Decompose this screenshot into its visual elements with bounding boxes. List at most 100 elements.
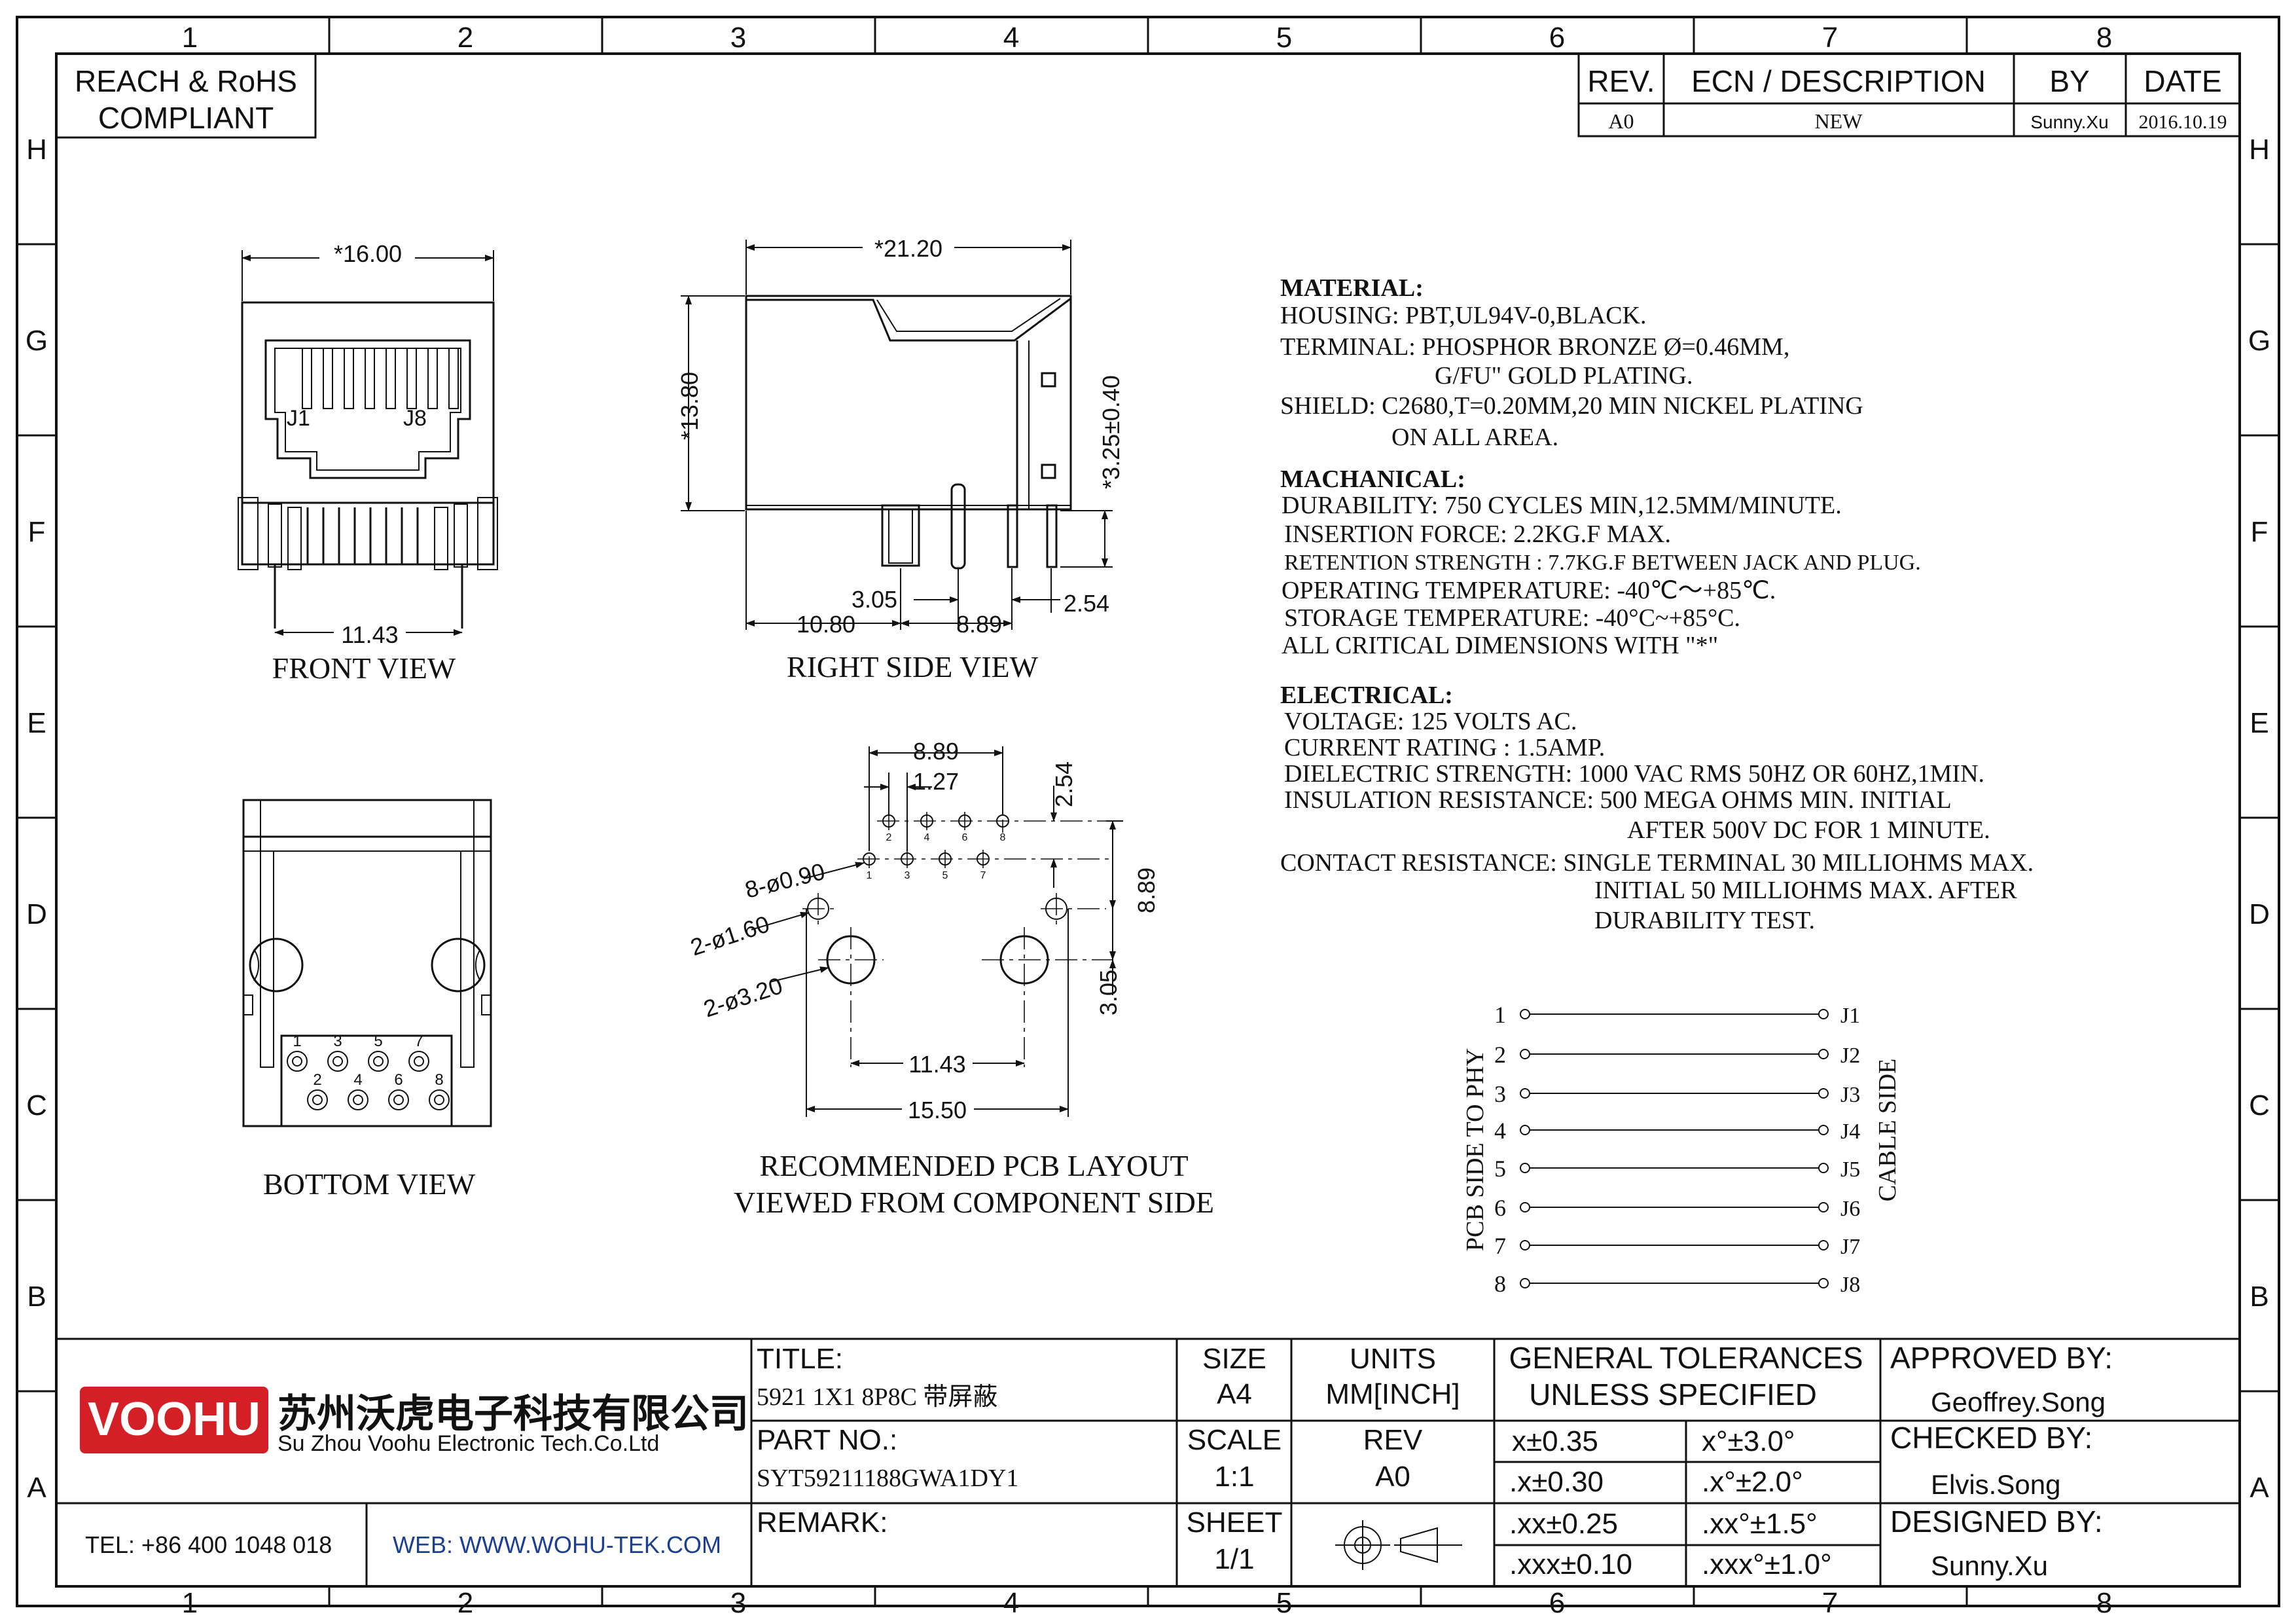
designed-value: Sunny.Xu — [1931, 1550, 2048, 1581]
front-view: J1 J8 *16.00 11.43 FRONT VIEW — [238, 240, 498, 685]
row-label-right: C — [2249, 1089, 2270, 1122]
tol-linear: .x±0.30 — [1509, 1466, 1604, 1498]
spec-dielectric: DIELECTRIC STRENGTH: 1000 VAC RMS 50HZ O… — [1284, 760, 1984, 788]
spec-insertion: INSERTION FORCE: 2.2KG.F MAX. — [1284, 520, 1671, 548]
date-value: 2016.10.19 — [2139, 111, 2227, 133]
col-label-top: 2 — [457, 22, 473, 54]
scale-value: 1:1 — [1214, 1461, 1254, 1493]
wiring-left-label: PCB SIDE TO PHY — [1462, 1048, 1489, 1251]
wire-left-pin: 5 — [1494, 1156, 1506, 1182]
company-name-en: Su Zhou Voohu Electronic Tech.Co.Ltd — [278, 1431, 659, 1456]
pcb-callout-pegs: 2-ø1.60 — [687, 910, 773, 960]
col-label-top: 8 — [2096, 22, 2112, 54]
tol-linear: .xxx±0.10 — [1509, 1548, 1632, 1580]
front-label-j8: J8 — [403, 406, 427, 431]
row-label-right: F — [2251, 516, 2269, 548]
wire-right-pin: J5 — [1840, 1158, 1860, 1182]
front-label-j1: J1 — [287, 406, 310, 431]
col-label-top: 1 — [182, 22, 198, 54]
pcb-title-line1: RECOMMENDED PCB LAYOUT — [759, 1149, 1188, 1182]
bottom-pin-label: 3 — [333, 1032, 342, 1050]
pcb-pin-label: 8 — [1000, 832, 1006, 843]
wire-right-pin: J4 — [1840, 1120, 1860, 1144]
company-web: WEB: WWW.WOHU-TEK.COM — [393, 1531, 721, 1558]
tol-linear: x±0.35 — [1512, 1425, 1598, 1457]
tol-angular: .x°±2.0° — [1702, 1466, 1803, 1498]
approved-value: Geoffrey.Song — [1931, 1387, 2106, 1417]
spec-storage: STORAGE TEMPERATURE: -40°C~+85°C. — [1284, 604, 1740, 632]
bottom-pin-label: 2 — [313, 1071, 321, 1089]
tol-linear: .xx±0.25 — [1509, 1508, 1618, 1540]
spec-voltage: VOLTAGE: 125 VOLTS AC. — [1284, 708, 1577, 735]
voohu-logo — [80, 1387, 268, 1453]
spec-housing: HOUSING: PBT,UL94V-0,BLACK. — [1280, 302, 1646, 329]
spec-insulation-1: INSULATION RESISTANCE: 500 MEGA OHMS MIN… — [1284, 786, 1952, 814]
spec-operating: OPERATING TEMPERATURE: -40℃～+85℃. — [1282, 577, 1776, 604]
wire-left-pin: 8 — [1494, 1271, 1506, 1297]
spec-mech-head: MACHANICAL: — [1280, 465, 1465, 493]
size-label: SIZE — [1202, 1343, 1266, 1375]
spec-current: CURRENT RATING : 1.5AMP. — [1284, 734, 1605, 761]
spec-retention: RETENTION STRENGTH : 7.7KG.F BETWEEN JAC… — [1284, 551, 1921, 575]
wire-right-pin: J3 — [1840, 1083, 1860, 1107]
spec-terminal-1: TERMINAL: PHOSPHOR BRONZE Ø=0.46MM, — [1280, 333, 1789, 361]
remark-label: REMARK: — [757, 1506, 888, 1539]
row-label-right: B — [2250, 1281, 2269, 1313]
wire-left-pin: 7 — [1494, 1233, 1506, 1259]
pcb-layout: 2 4 6 8 1 3 5 7 8.89 1.27 — [687, 738, 1214, 1219]
part-label: PART NO.: — [757, 1424, 897, 1456]
row-label-right: E — [2250, 707, 2269, 739]
tol-angular: x°±3.0° — [1702, 1425, 1795, 1457]
checked-label: CHECKED BY: — [1890, 1421, 2092, 1455]
pcb-pin-label: 1 — [867, 870, 872, 881]
row-label-left: F — [28, 516, 46, 548]
pcb-dim-1550: 15.50 — [908, 1097, 967, 1123]
spec-durability: DURABILITY: 750 CYCLES MIN,12.5MM/MINUTE… — [1282, 492, 1842, 519]
col-label-bottom: 4 — [1003, 1587, 1019, 1619]
row-label-right: A — [2250, 1472, 2269, 1504]
row-label-left: B — [27, 1281, 46, 1313]
pcb-callout-holes: 2-ø3.20 — [700, 972, 786, 1022]
pcb-pin-label: 3 — [905, 870, 910, 881]
spec-material-head: MATERIAL: — [1280, 274, 1424, 302]
row-label-left: H — [26, 134, 47, 166]
pcb-callout-pins: 8-ø0.90 — [742, 858, 827, 903]
size-value: A4 — [1217, 1378, 1252, 1410]
sheet-value: 1/1 — [1214, 1543, 1254, 1575]
side-dim-1080: 10.80 — [797, 611, 855, 638]
col-label-bottom: 3 — [730, 1587, 746, 1619]
part-value: SYT59211188GWA1DY1 — [757, 1465, 1018, 1492]
bottom-pin-label: 1 — [293, 1032, 301, 1050]
wiring-diagram: 1 2 3 4 5 6 7 8 J1 J2 J3 J4 J5 J6 J7 J8 … — [1462, 1002, 1901, 1297]
spec-critical: ALL CRITICAL DIMENSIONS WITH "*" — [1282, 632, 1718, 659]
col-label-top: 7 — [1822, 22, 1838, 54]
title-label: TITLE: — [757, 1343, 843, 1375]
specifications: MATERIAL: HOUSING: PBT,UL94V-0,BLACK. TE… — [1280, 274, 2034, 934]
col-label-top: 5 — [1276, 22, 1292, 54]
pcb-dim-305: 3.05 — [1095, 970, 1122, 1015]
side-dim-254: 2.54 — [1064, 590, 1109, 617]
spec-insulation-2: AFTER 500V DC FOR 1 MINUTE. — [1627, 816, 1990, 844]
front-pitch-dim: 11.43 — [341, 621, 398, 648]
ecn-header: ECN / DESCRIPTION — [1691, 64, 1986, 98]
title-block: VOOHU 苏州沃虎电子科技有限公司 Su Zhou Voohu Electro… — [56, 1338, 2240, 1586]
col-label-bottom: 7 — [1822, 1587, 1838, 1619]
wire-left-pin: 4 — [1494, 1118, 1506, 1144]
units-value: MM[INCH] — [1325, 1378, 1460, 1410]
front-view-title: FRONT VIEW — [272, 651, 456, 685]
pcb-pin-label: 2 — [886, 832, 892, 843]
spec-shield-1: SHIELD: C2680,T=0.20MM,20 MIN NICKEL PLA… — [1280, 392, 1863, 420]
bottom-pin-label: 4 — [353, 1071, 362, 1089]
revision-table: REV. ECN / DESCRIPTION BY DATE A0 NEW Su… — [1577, 52, 2241, 137]
side-dim-305: 3.05 — [852, 586, 897, 613]
wire-left-pin: 2 — [1494, 1042, 1506, 1068]
ecn-value: NEW — [1815, 109, 1863, 133]
col-label-bottom: 1 — [182, 1587, 198, 1619]
rev-block-value: A0 — [1375, 1461, 1410, 1493]
col-label-bottom: 5 — [1276, 1587, 1292, 1619]
pcb-title-line2: VIEWED FROM COMPONENT SIDE — [734, 1186, 1214, 1219]
front-width-dim: *16.00 — [334, 240, 402, 267]
spec-elec-head: ELECTRICAL: — [1280, 682, 1453, 709]
tol-angular: .xxx°±1.0° — [1702, 1548, 1832, 1580]
scale-label: SCALE — [1187, 1424, 1282, 1456]
